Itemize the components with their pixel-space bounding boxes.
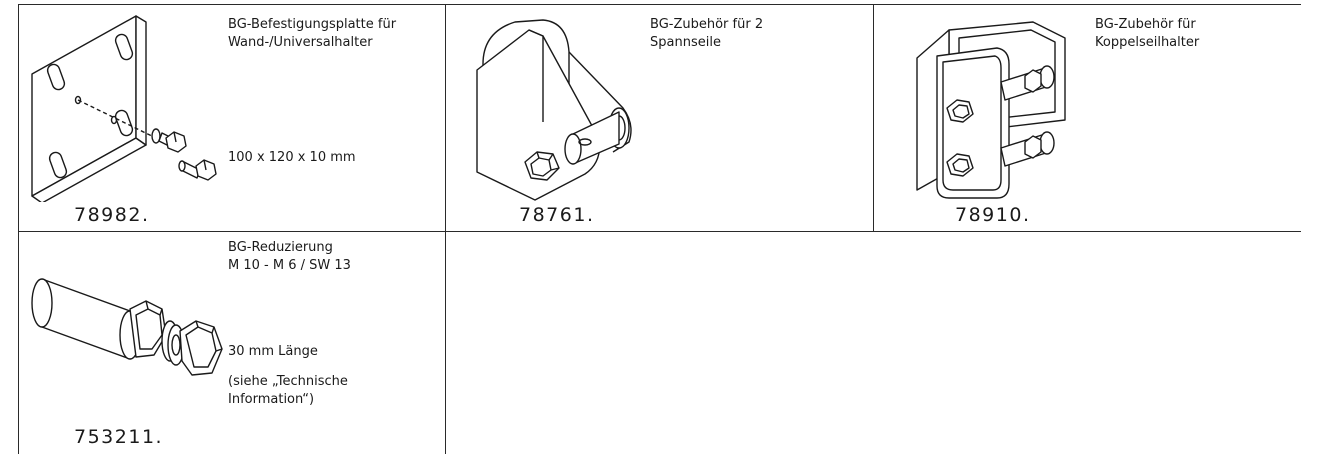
product-title-line-2: Spannseile (650, 35, 721, 50)
grid-middle-line (18, 231, 1301, 232)
product-note-line-2: Information“) (228, 392, 315, 407)
product-cell-78761: BG-Zubehör für 2 Spannseile 78761. (445, 4, 873, 231)
grid-divider-1 (445, 4, 446, 454)
product-length: 30 mm Länge (228, 343, 318, 361)
product-note-line-1: (siehe „Technische (228, 374, 348, 389)
product-note: (siehe „Technische Information“) (228, 373, 348, 409)
coupling-rope-holder-bracket-icon (913, 12, 1093, 202)
grid-top-line (18, 4, 1301, 5)
product-spec: 30 mm Länge (228, 344, 318, 359)
product-title-line-2: Wand-/Universalhalter (228, 35, 373, 50)
grid-divider-2 (873, 4, 874, 232)
product-number: 78982. (74, 204, 150, 226)
product-title: BG-Reduzierung M 10 - M 6 / SW 13 (228, 239, 351, 275)
product-title-line-1: BG-Zubehör für (1095, 17, 1196, 32)
reducer-sleeve-with-hex-bolt-icon (26, 249, 226, 409)
product-number: 753211. (74, 426, 164, 448)
product-title-line-2: M 10 - M 6 / SW 13 (228, 258, 351, 273)
product-title-line-2: Koppelseilhalter (1095, 35, 1200, 50)
bracket-for-two-tension-ropes-icon (473, 12, 653, 202)
product-title-line-1: BG-Befestigungsplatte für (228, 17, 397, 32)
product-cell-78982: BG-Befestigungsplatte für Wand-/Universa… (18, 4, 445, 231)
product-title-line-1: BG-Reduzierung (228, 240, 333, 255)
grid-left-line (18, 4, 19, 454)
product-number: 78910. (955, 204, 1031, 226)
mounting-plate-with-bolt-icon (26, 12, 226, 202)
product-cell-78910: BG-Zubehör für Koppelseilhalter 78910. (873, 4, 1301, 231)
product-dimensions: 100 x 120 x 10 mm (228, 149, 356, 167)
product-title: BG-Befestigungsplatte für Wand-/Universa… (228, 16, 396, 52)
product-title: BG-Zubehör für Koppelseilhalter (1095, 16, 1199, 52)
product-title: BG-Zubehör für 2 Spannseile (650, 16, 763, 52)
product-title-line-1: BG-Zubehör für 2 (650, 17, 764, 32)
product-spec: 100 x 120 x 10 mm (228, 150, 356, 165)
product-cell-753211: BG-Reduzierung M 10 - M 6 / SW 13 30 mm … (18, 231, 445, 454)
product-number: 78761. (519, 204, 595, 226)
